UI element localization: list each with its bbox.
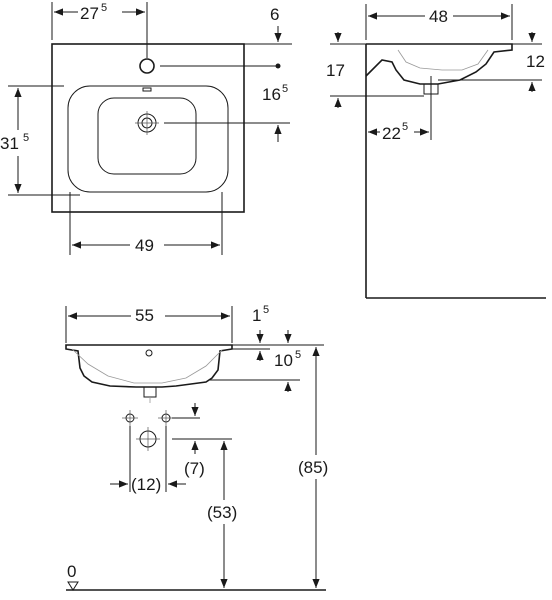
- dim-7-label: (7): [184, 459, 205, 478]
- front-drain: [143, 386, 157, 398]
- top-view: 27 5 6 16 5 31 5 49: [0, 2, 292, 255]
- dim-side-drain-sup: 5: [402, 121, 408, 133]
- dim-side-drain-label: 22: [382, 124, 401, 143]
- dim-edge-label: 6: [270, 5, 279, 24]
- bowl-outer: [67, 85, 229, 193]
- dim-12-label: (12): [131, 475, 161, 494]
- dim-front-depth-sup: 5: [295, 349, 301, 361]
- basin-front: [65, 344, 233, 388]
- dim-width-sup: 5: [101, 2, 107, 14]
- dim-85-label: (85): [298, 458, 328, 477]
- dim-depth-sup: 5: [23, 132, 29, 144]
- floor-marker-icon: [67, 581, 79, 591]
- front-view: 55 1 5 10 5 (7): [65, 304, 334, 591]
- dim-hole-label: 16: [262, 85, 281, 104]
- tap-hole: [139, 58, 155, 74]
- overflow: [142, 87, 152, 92]
- dim-side-height-label: 17: [326, 61, 345, 80]
- basin-section: [365, 43, 513, 85]
- dim-front-depth-label: 10: [274, 351, 293, 370]
- dim-front-width-label: 55: [135, 306, 154, 325]
- dim-hole-sup: 5: [282, 83, 288, 95]
- dim-front-rim-label: 1: [252, 306, 261, 325]
- dim-bowl-label: 49: [135, 236, 154, 255]
- side-view: 48 17 12 22 5: [326, 4, 546, 299]
- floor-label: 0: [67, 562, 76, 581]
- basin-outline: [51, 43, 245, 213]
- fixing-points: [122, 410, 174, 451]
- dim-side-rim-label: 12: [526, 52, 545, 71]
- dim-depth-label: 31: [0, 134, 19, 153]
- dim-front-rim-sup: 5: [263, 304, 269, 316]
- bowl-inner: [97, 97, 197, 175]
- dim-width-label: 27: [80, 4, 99, 23]
- dim-53-label: (53): [207, 503, 237, 522]
- dim-side-top-label: 48: [429, 7, 448, 26]
